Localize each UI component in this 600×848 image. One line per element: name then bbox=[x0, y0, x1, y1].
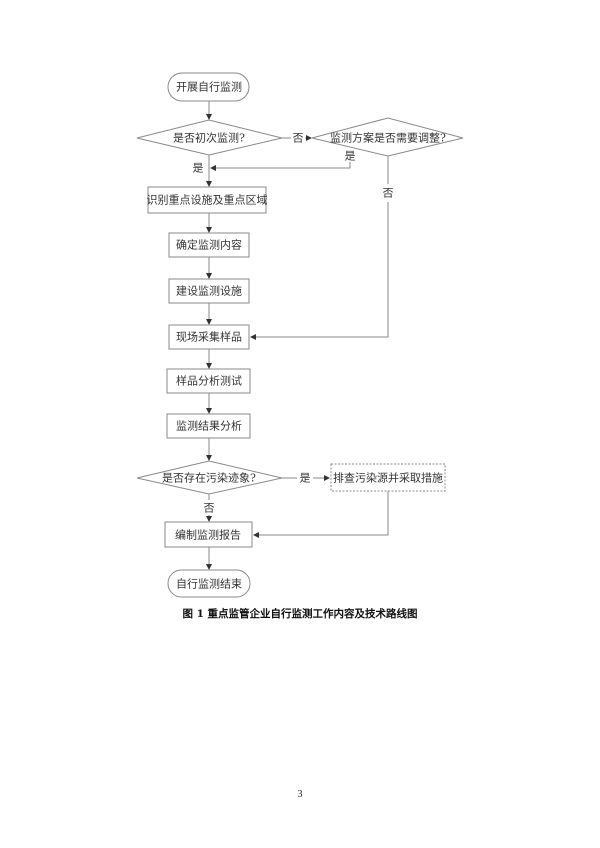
edge-label-yes: 是 bbox=[345, 150, 356, 163]
result-analysis-node: 监测结果分析 bbox=[166, 413, 251, 439]
figure-caption: 图 1 重点监管企业自行监测工作内容及技术路线图 bbox=[182, 607, 417, 620]
investigate-label: 排查污染源并采取措施 bbox=[333, 471, 443, 485]
edge-label-yes: 是 bbox=[193, 162, 204, 175]
decision-adjust-label: 监测方案是否需要调整? bbox=[330, 131, 446, 145]
identify-node: 识别重点设施及重点区域 bbox=[147, 186, 268, 214]
start-label: 开展自行监测 bbox=[176, 81, 242, 94]
end-label: 自行监测结束 bbox=[176, 578, 242, 591]
decision-first-monitoring: 是否初次监测? bbox=[136, 119, 283, 156]
decision-pollution-label: 是否存在污染迹象? bbox=[162, 471, 256, 485]
connectors bbox=[206, 101, 389, 570]
build-node: 建设监测设施 bbox=[168, 278, 250, 304]
edge-label-no: 否 bbox=[204, 502, 215, 515]
determine-node: 确定监测内容 bbox=[168, 232, 250, 258]
decision-pollution: 是否存在污染迹象? bbox=[136, 460, 283, 495]
identify-label: 识别重点设施及重点区域 bbox=[147, 193, 268, 207]
investigate-node: 排查污染源并采取措施 bbox=[330, 463, 446, 492]
edge-label-no: 否 bbox=[293, 132, 304, 145]
edge-label-yes: 是 bbox=[300, 472, 311, 485]
edge-label-no: 否 bbox=[383, 187, 394, 200]
report-label: 编制监测报告 bbox=[175, 528, 241, 542]
analysis-label: 样品分析测试 bbox=[176, 374, 242, 388]
sampling-label: 现场采集样品 bbox=[176, 330, 242, 344]
start-node: 开展自行监测 bbox=[167, 72, 250, 102]
analysis-node: 样品分析测试 bbox=[166, 368, 251, 394]
sampling-node: 现场采集样品 bbox=[168, 324, 250, 350]
decision-first-label: 是否初次监测? bbox=[173, 131, 245, 145]
result-analysis-label: 监测结果分析 bbox=[176, 419, 242, 433]
determine-label: 确定监测内容 bbox=[176, 238, 242, 252]
build-label: 建设监测设施 bbox=[176, 284, 242, 298]
page-number: 3 bbox=[298, 789, 303, 800]
decision-adjust-plan: 监测方案是否需要调整? bbox=[311, 117, 464, 157]
end-node: 自行监测结束 bbox=[167, 569, 251, 598]
report-node: 编制监测报告 bbox=[164, 521, 253, 548]
